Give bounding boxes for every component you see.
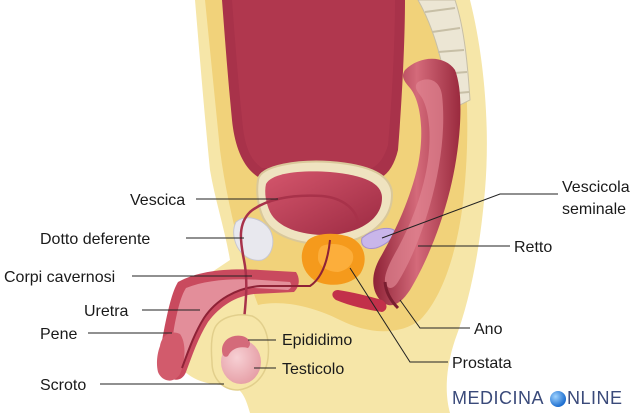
label-testicolo: Testicolo (282, 361, 344, 378)
pubic-bone (233, 217, 274, 261)
scrotum (210, 314, 270, 391)
rectum (373, 58, 461, 310)
label-vescicola-seminale-1: Vescicola (562, 179, 630, 196)
label-retto: Retto (514, 239, 552, 256)
penis (156, 269, 299, 381)
label-prostata: Prostata (452, 355, 512, 372)
urethra (181, 239, 331, 369)
leader-lines (88, 193, 558, 385)
bladder (256, 160, 394, 246)
epididymis (222, 335, 250, 357)
label-uretra: Uretra (84, 303, 129, 320)
label-vescicola-seminale-2: seminale (562, 201, 626, 218)
anal-muscles (332, 290, 387, 312)
abdominal-cavity-highlight (232, 0, 395, 171)
label-corpi-cavernosi: Corpi cavernosi (4, 269, 115, 286)
label-ano: Ano (474, 321, 503, 338)
watermark: MEDICINA NLINE (452, 388, 623, 409)
watermark-left: MEDICINA (452, 388, 545, 408)
watermark-right: NLINE (567, 388, 623, 408)
label-pene: Pene (40, 326, 77, 343)
label-epididimo: Epididimo (282, 332, 352, 349)
globe-icon (550, 390, 567, 407)
label-dotto-deferente: Dotto deferente (40, 231, 150, 248)
label-vescica: Vescica (130, 192, 185, 209)
label-scroto: Scroto (40, 377, 86, 394)
